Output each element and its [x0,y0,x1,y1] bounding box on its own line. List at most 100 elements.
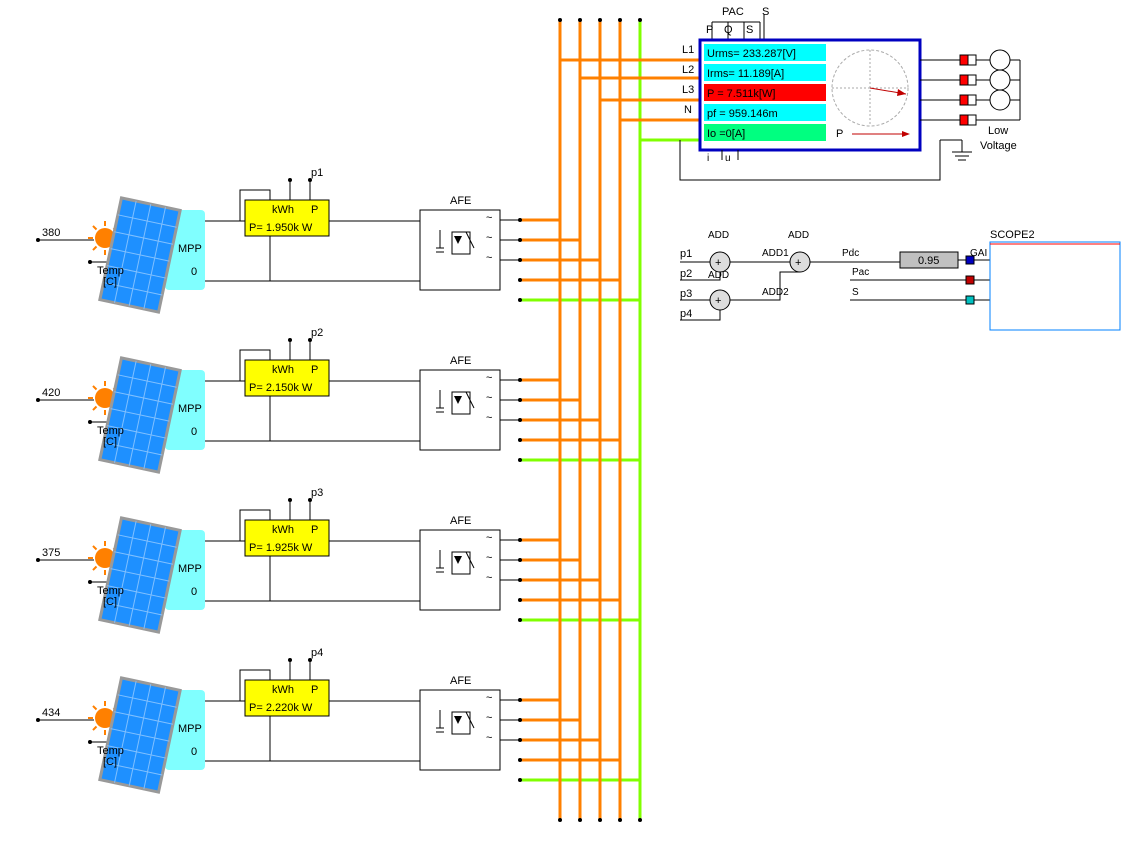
svg-text:~: ~ [486,232,492,244]
mpp-label: MPP [178,563,202,575]
dc-power-meter[interactable] [244,199,330,237]
phasor-p-label: P [836,128,843,140]
calc-input-p1: p1 [680,248,692,260]
meter-kwh-label: kWh [272,684,294,696]
afe-label: AFE [450,355,471,367]
svg-text:+: + [715,295,721,307]
phase-l1-label: L1 [682,44,694,56]
add2-label: ADD2 [762,287,789,298]
meter-reading-4: Io =0[A] [707,128,745,140]
grid-label-line2: Voltage [980,140,1017,152]
mpp-zero-label: 0 [191,586,197,598]
meter-reading-3: pf = 959.146m [707,108,778,120]
power-calculation: p1 p2 p3 p4 ADD ADD ADD + + ADD1 ADD2 + … [680,229,1121,331]
mpp-zero-label: 0 [191,746,197,758]
add-label-2: ADD [788,230,809,241]
svg-text:~: ~ [486,392,492,404]
bus-bars [558,18,700,822]
power-label: p4 [311,647,323,659]
calc-input-p2: p2 [680,268,692,280]
irradiance-value: 375 [42,547,60,559]
scope-label: SCOPE2 [990,229,1035,241]
power-label: p2 [311,327,323,339]
svg-text:~: ~ [486,532,492,544]
add-label-1: ADD [708,230,729,241]
gain-value: 0.95 [918,255,939,267]
pv-panel-icon [98,676,182,794]
power-label: p1 [311,167,323,179]
meter-reading-1: Irms= 11.189[A] [707,68,784,80]
meter-reading: P= 1.950k W [249,222,313,234]
afe-inverter[interactable] [419,529,501,611]
temp-label: Temp [97,585,124,597]
meter-reading-2: P = 7.511k[W] [707,88,775,100]
scope-block[interactable] [989,241,1121,331]
svg-text:~: ~ [486,412,492,424]
calc-input-p3: p3 [680,288,692,300]
phase-l3-label: L3 [682,84,694,96]
meter-reading-bg [704,104,826,121]
meter-readings: Urms= 233.287[V] Irms= 11.189[A] P = 7.511… [704,44,826,141]
meter-p-label: P [311,684,318,696]
svg-text:~: ~ [486,212,492,224]
irradiance-value: 420 [42,387,60,399]
afe-label: AFE [450,675,471,687]
svg-text:~: ~ [486,372,492,384]
calc-input-p4: p4 [680,308,692,320]
grid-label-line1: Low [988,125,1008,137]
dc-power-meter[interactable] [244,679,330,717]
mpp-zero-label: 0 [191,426,197,438]
pv-panel-icon [98,196,182,314]
grid-power-meter[interactable]: PAC P Q S S L1 L2 L3 N Urms= 233.287[V]I… [679,6,941,181]
afe-label: AFE [450,195,471,207]
meter-pac-label: PAC [722,6,744,18]
power-label: p3 [311,487,323,499]
afe-inverter[interactable] [419,689,501,771]
svg-text:~: ~ [486,552,492,564]
meter-p-label: P [311,524,318,536]
afe-label: AFE [450,515,471,527]
phase-l2-label: L2 [682,64,694,76]
meter-u-label: u [725,153,731,164]
svg-text:+: + [795,257,801,269]
meter-reading-bg [704,64,826,81]
dc-power-meter[interactable] [244,519,330,557]
svg-text:+: + [715,257,721,269]
afe-inverter[interactable] [419,369,501,451]
svg-text:~: ~ [486,732,492,744]
mpp-label: MPP [178,403,202,415]
temp-unit-label: [C] [103,436,117,448]
irradiance-value: 434 [42,707,60,719]
svg-text:~: ~ [486,572,492,584]
gain-label: GAI [970,248,987,259]
pv-panel-icon [98,516,182,634]
phase-n-label: N [684,104,692,116]
meter-kwh-label: kWh [272,364,294,376]
meter-p-label: P [311,204,318,216]
meter-reading: P= 2.150k W [249,382,313,394]
afe-inverter[interactable] [419,209,501,291]
add-label-3: ADD [708,270,729,281]
temp-label: Temp [97,265,124,277]
temp-label: Temp [97,425,124,437]
pv-panel-icon [98,356,182,474]
meter-p-label: P [311,364,318,376]
meter-i-label: i [707,153,709,164]
meter-reading-bg [704,44,826,61]
meter-kwh-label: kWh [272,204,294,216]
pac-label: Pac [852,267,869,278]
meter-reading-bg [704,84,826,101]
meter-reading-0: Urms= 233.287[V] [707,48,796,60]
temp-unit-label: [C] [103,596,117,608]
svg-text:~: ~ [486,712,492,724]
add1-label: ADD1 [762,248,789,259]
temp-unit-label: [C] [103,756,117,768]
dc-power-meter[interactable] [244,359,330,397]
